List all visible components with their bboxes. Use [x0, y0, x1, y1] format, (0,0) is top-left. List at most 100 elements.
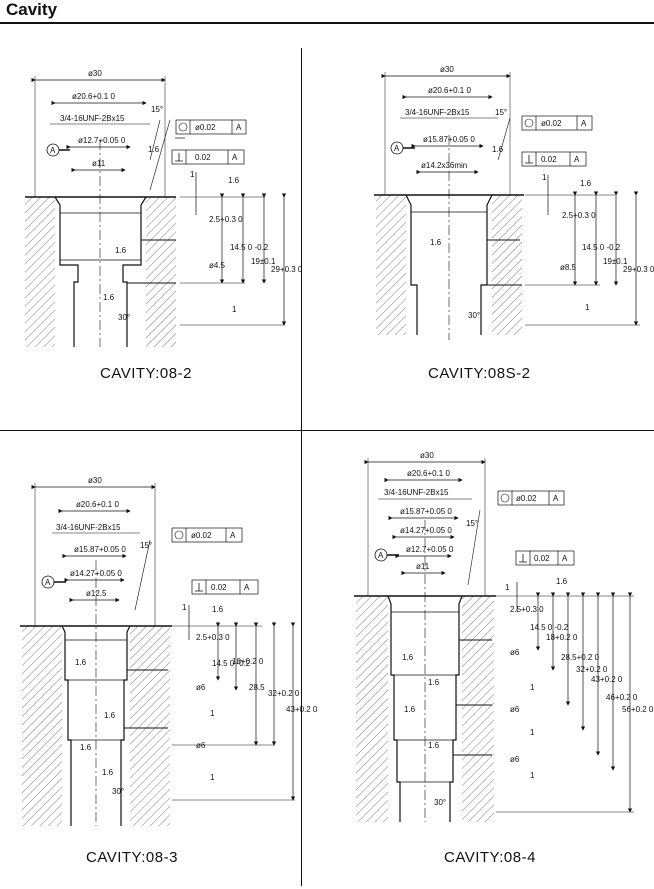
cavity-labels-08-3: ø30 ø20.6+0.1 0 3/4-16UNF-2Bx15 15° ø15.…	[45, 476, 318, 796]
dim-label: ø30	[420, 451, 434, 460]
dim-label: ø8.5	[560, 263, 577, 272]
dim-label: 46+0.2 0	[606, 693, 638, 702]
dim-label: 3/4-16UNF-2Bx15	[384, 488, 449, 497]
caption-08-2: CAVITY:08-2	[100, 365, 192, 382]
dim-label: 1.6	[80, 743, 92, 752]
cavity-labels-08S-2: ø30 ø20.6+0.1 0 3/4-16UNF-2Bx15 15° ø15.…	[394, 65, 654, 320]
dim-label: 30°	[434, 798, 446, 807]
dim-label: ø20.6+0.1 0	[72, 92, 115, 101]
fcf-datum: A	[562, 554, 568, 563]
dim-label: 1	[182, 603, 187, 612]
caption-08S-2: CAVITY:08S-2	[428, 365, 530, 382]
dim-label: 32+0.2 0	[268, 689, 300, 698]
dim-label: 14.5 0 -0.2	[582, 243, 621, 252]
dim-label: 1	[210, 773, 215, 782]
dim-label: 1	[505, 583, 510, 592]
fcf-08-2: ø0.02 A 0.02 A	[171, 119, 247, 165]
dim-label: 43+0.2 0	[286, 705, 318, 714]
cavity-drawing-08-2	[25, 76, 287, 347]
dim-label: 1.6	[115, 246, 127, 255]
dim-label: 56+0.2 0	[622, 705, 654, 714]
dim-label: 15°	[140, 541, 152, 550]
dim-label: ø20.6+0.1 0	[76, 500, 119, 509]
dim-label: 3/4-16UNF-2Bx15	[60, 114, 125, 123]
fcf-datum: A	[236, 123, 242, 132]
dim-label: 1.6	[428, 678, 440, 687]
fcf-08S-2: ø0.02 A 0.02 A	[521, 115, 593, 167]
dim-label: 2.5+0.3 0	[196, 633, 230, 642]
cavity-labels-08-2: ø30 ø20.6+0.1 0 3/4-16UNF-2Bx15 15° ø12.…	[50, 69, 303, 322]
dim-label: 2.5+0.3 0	[209, 215, 243, 224]
dim-label: ø12.7+0.05 0	[406, 545, 454, 554]
caption-08-3: CAVITY:08-3	[86, 849, 178, 866]
dim-label: ø4.5	[209, 261, 226, 270]
vertical-divider	[301, 48, 302, 886]
dim-label: ø6	[510, 648, 520, 657]
dim-label: 29+0.3 0	[271, 265, 303, 274]
dim-label: ø30	[440, 65, 454, 74]
dim-label: 1.6	[212, 605, 224, 614]
dim-label: 1.6	[492, 145, 504, 154]
fcf-08-4: ø0.02 A 0.02 A	[497, 490, 575, 566]
dim-label: 15°	[151, 105, 163, 114]
dim-label: 1.6	[103, 293, 115, 302]
dim-label: ø15.87+0.05 0	[400, 507, 452, 516]
fcf-tolerance: ø0.02	[516, 494, 537, 503]
dim-label: 30°	[468, 311, 480, 320]
dim-label: 1	[530, 683, 535, 692]
dim-label: 1	[585, 303, 590, 312]
perpendicularity-icon	[175, 153, 183, 162]
page-title: Cavity	[6, 0, 58, 19]
dim-label: 29+0.3 0	[623, 265, 654, 274]
fcf-datum: A	[581, 119, 587, 128]
dim-label: ø15.87+0.05 0	[74, 545, 126, 554]
dim-label: 1.6	[430, 238, 442, 247]
dim-label: 14.5 0 -0.2	[230, 243, 269, 252]
dim-label: 1	[232, 305, 237, 314]
dim-label: 3/4-16UNF-2Bx15	[56, 523, 121, 532]
fcf-tolerance: 0.02	[195, 153, 211, 162]
cavity-drawing-08-3	[20, 483, 296, 826]
dim-label: 28.5	[249, 683, 265, 692]
dim-label: ø11	[92, 159, 106, 168]
fcf-datum: A	[574, 155, 580, 164]
fcf-tolerance: ø0.02	[195, 123, 216, 132]
dim-label: 43+0.2 0	[591, 675, 623, 684]
dim-label: 1.6	[402, 653, 414, 662]
dim-label: 18+0.2 0	[546, 633, 578, 642]
dim-label: 2.5+0.3 0	[562, 211, 596, 220]
dim-label: 19±0.1	[603, 257, 628, 266]
dim-label: 14.5 0 -0.2	[212, 659, 251, 668]
dim-label: 1.6	[580, 179, 592, 188]
dim-label: ø11	[416, 562, 430, 571]
cavity-drawing-08S-2	[374, 72, 640, 340]
dim-label: ø6	[196, 741, 206, 750]
dim-label: 1.6	[104, 711, 116, 720]
dim-label: ø30	[88, 476, 102, 485]
dim-label: ø20.6+0.1 0	[428, 86, 471, 95]
datum-label: A	[45, 578, 51, 587]
dim-label: ø6	[510, 705, 520, 714]
dim-label: 1.6	[148, 145, 160, 154]
dim-label: 18+0.2 0	[232, 657, 264, 666]
concentricity-icon	[178, 122, 188, 132]
dim-label: 32+0.2 0	[576, 665, 608, 674]
dim-label: 28.5+0.2 0	[561, 653, 600, 662]
dim-label: 1.6	[404, 705, 416, 714]
datum-label: A	[378, 551, 384, 560]
datum-label: A	[50, 146, 56, 155]
fcf-datum: A	[230, 531, 236, 540]
dim-label: ø6	[510, 755, 520, 764]
fcf-datum: A	[232, 153, 238, 162]
dim-label: ø12.7+0.05 0	[78, 136, 126, 145]
dim-label: 1	[210, 709, 215, 718]
dim-label: ø30	[88, 69, 102, 78]
dim-label: 3/4-16UNF-2Bx15	[405, 108, 470, 117]
fcf-tolerance: ø0.02	[541, 119, 562, 128]
dim-label: 1.6	[75, 658, 87, 667]
fcf-tolerance: 0.02	[211, 583, 227, 592]
dim-label: 1	[542, 173, 547, 182]
dim-label: 30°	[112, 787, 124, 796]
